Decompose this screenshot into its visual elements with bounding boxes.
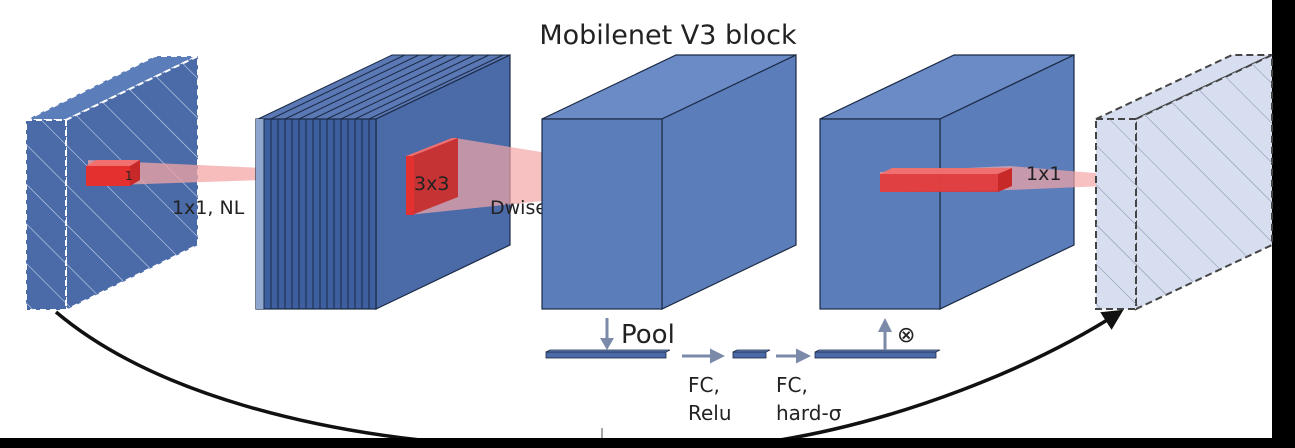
fc1-label-line2: Relu xyxy=(688,401,732,425)
multiply-symbol: ⊗ xyxy=(897,323,915,348)
se-tensor xyxy=(819,54,1075,310)
pool-arrow xyxy=(600,318,614,350)
small-kernel-label: 1 xyxy=(125,169,133,183)
fc2-label-line2: hard-σ xyxy=(776,401,842,425)
expand-label: 1x1, NL xyxy=(172,197,245,219)
dw-kernel xyxy=(406,138,458,215)
scale-arrow xyxy=(878,318,892,350)
fc1-label-line1: FC, xyxy=(688,373,720,397)
residual-skip-connection xyxy=(54,312,1120,442)
project-kernel xyxy=(880,168,1012,192)
bottom-edge xyxy=(0,438,1295,448)
pool-label: Pool xyxy=(621,320,675,350)
se-vector-2 xyxy=(732,349,771,359)
dw-kernel-label: 3x3 xyxy=(414,173,449,195)
diagram-title: Mobilenet V3 block xyxy=(539,20,797,51)
fc2-label-line1: FC, xyxy=(776,373,808,397)
se-vector-3 xyxy=(814,349,941,359)
output-tensor xyxy=(1095,53,1273,311)
se-vector-1 xyxy=(545,349,671,359)
depthwise-tensor xyxy=(541,54,797,310)
small-kernel xyxy=(86,160,140,186)
project-label: 1x1 xyxy=(1026,163,1061,185)
